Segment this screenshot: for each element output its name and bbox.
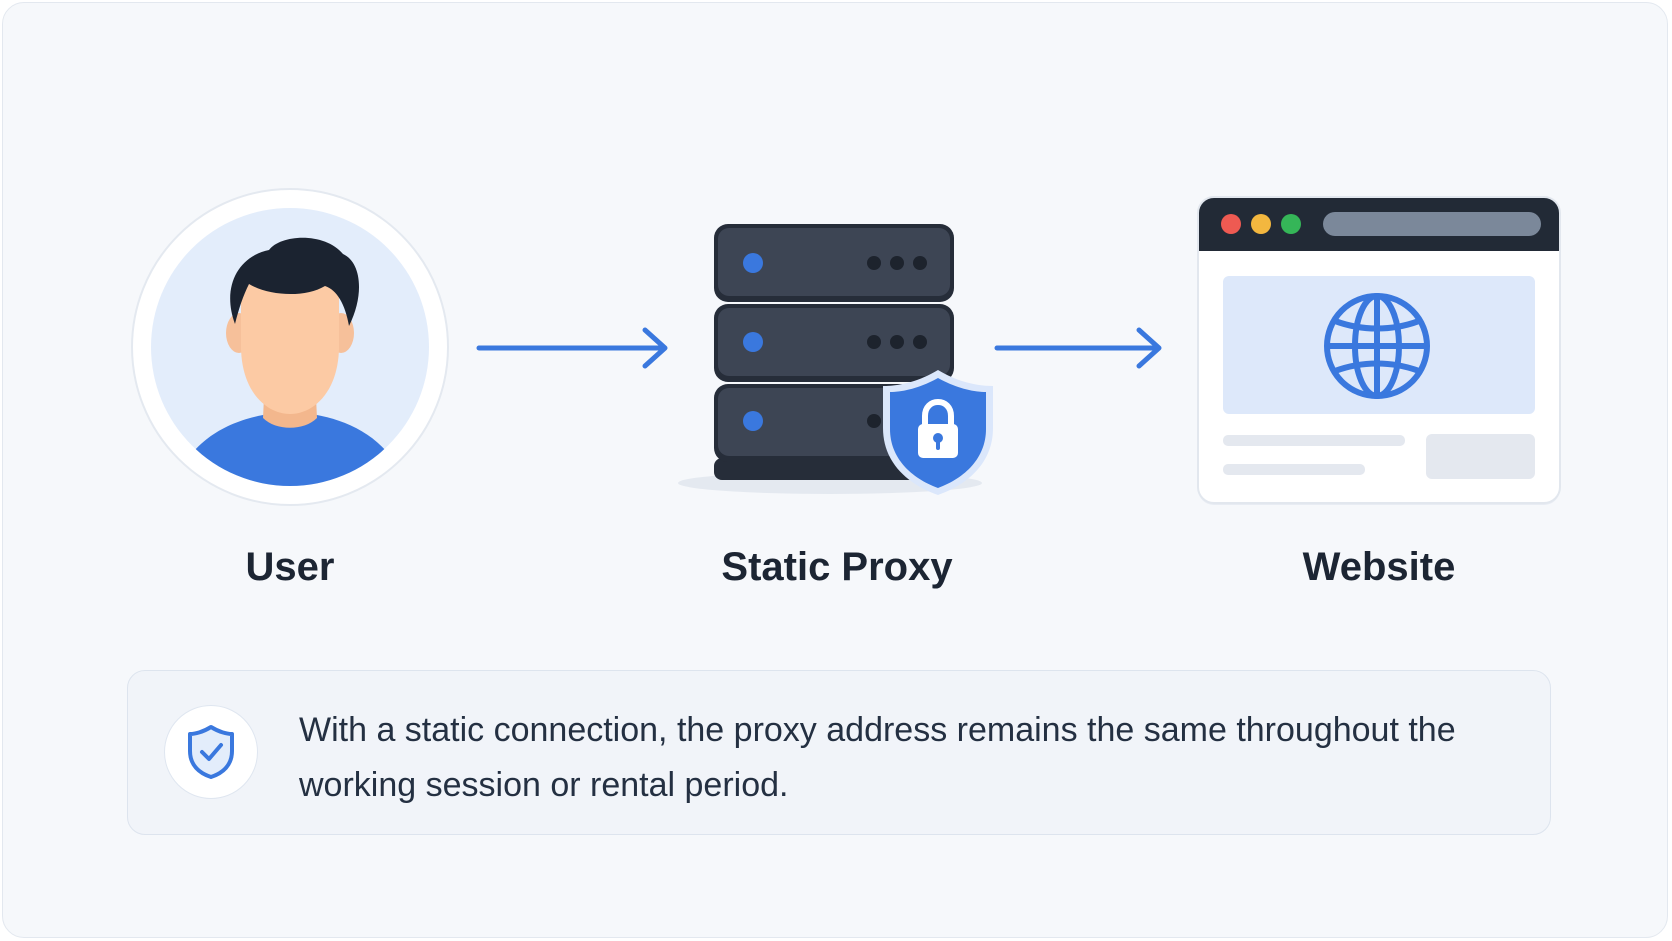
proxy-label: Static Proxy [721, 545, 953, 589]
arrow-user-to-proxy [476, 327, 668, 369]
globe-icon [1324, 293, 1430, 399]
info-text: With a static connection, the proxy addr… [299, 711, 1456, 804]
arrow-proxy-to-website [994, 327, 1162, 369]
website-label: Website [1302, 545, 1456, 589]
user-node [129, 186, 451, 508]
website-node [1195, 194, 1563, 508]
info-box: With a static connection, the proxy addr… [127, 670, 1551, 835]
proxy-node [678, 218, 998, 503]
lock-shield-icon [883, 370, 993, 495]
server-stack-icon [678, 224, 982, 494]
user-label: User [245, 545, 335, 589]
info-icon-circle [164, 705, 258, 799]
browser-window-icon [1197, 196, 1561, 505]
shield-check-icon [188, 725, 234, 779]
user-avatar-icon [131, 188, 449, 506]
